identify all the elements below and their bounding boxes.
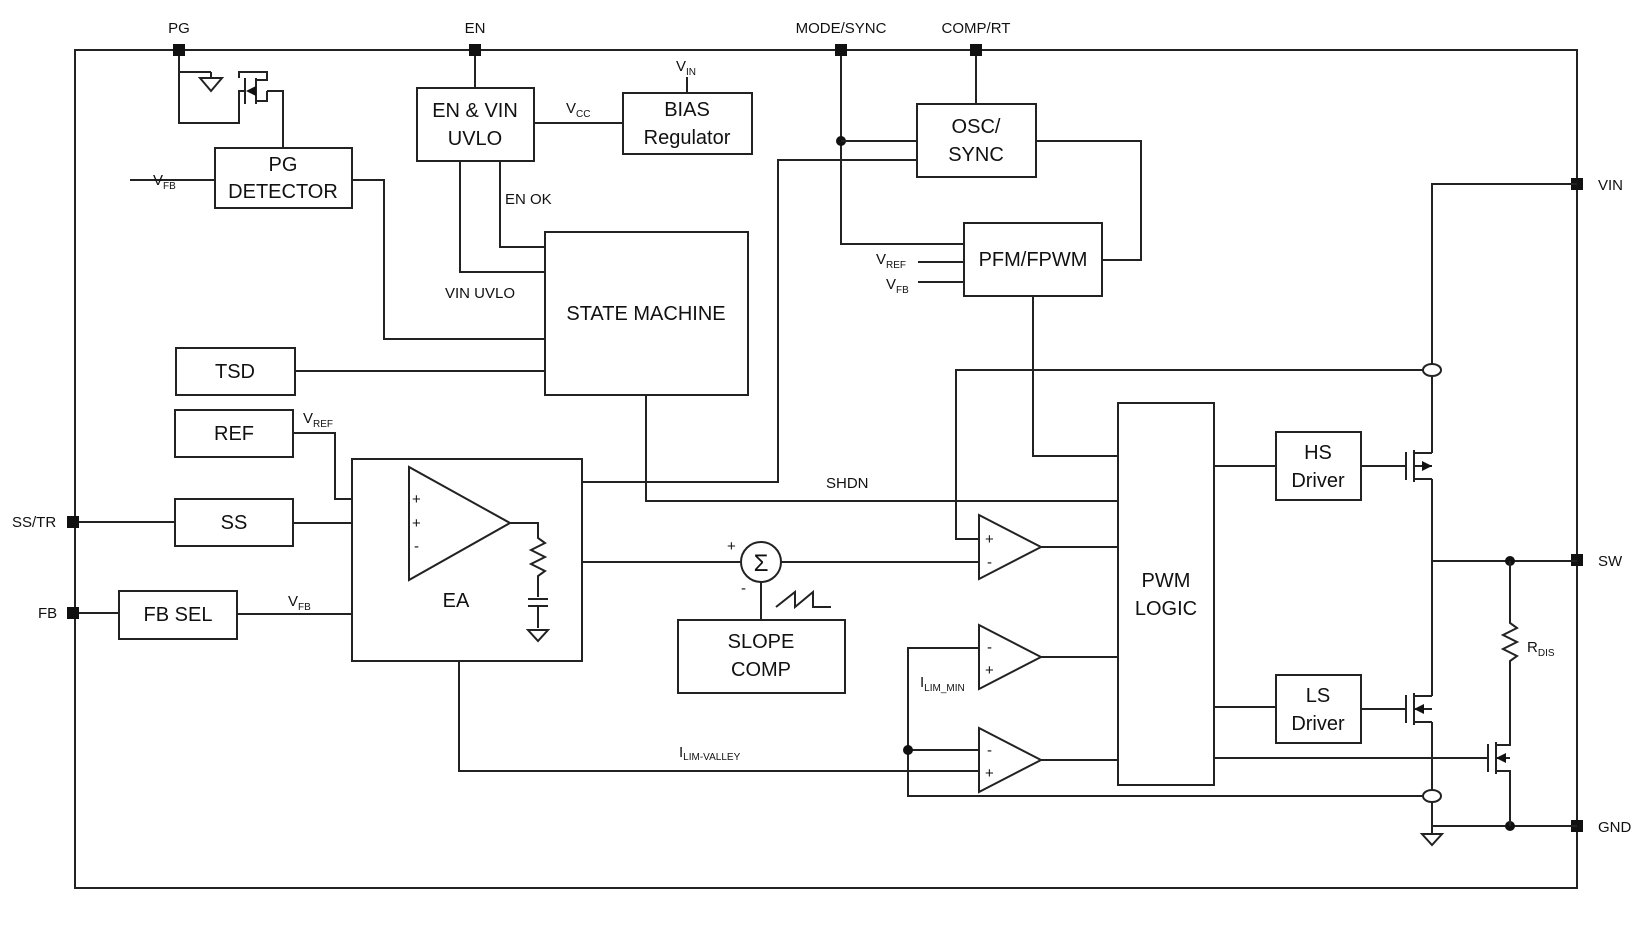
cmp3-minus: -: [987, 742, 992, 759]
ilim-valley-label: ILIM-VALLEY: [679, 744, 741, 763]
pin-fb-label: FB: [38, 605, 57, 622]
ilim-min-label: ILIM_MIN: [920, 674, 965, 694]
discharge-mosfet: [1214, 740, 1511, 826]
cmp1-plus: +: [985, 531, 994, 548]
osc-sync-line1: OSC/: [952, 116, 1001, 138]
error-amplifier: [408, 465, 513, 582]
cmp2-plus: +: [985, 662, 994, 679]
pin-pg: PG: [168, 20, 190, 56]
vref-label-pfm: VREF: [876, 251, 906, 271]
pin-comp-rt: COMP/RT: [942, 20, 1011, 56]
pin-sw-label: SW: [1598, 553, 1623, 570]
vin-uvlo-label: VIN UVLO: [445, 285, 515, 302]
pg-detector-line2: DETECTOR: [228, 181, 338, 203]
ea-plus-1: +: [412, 491, 421, 508]
vfb-label-ea: VFB: [288, 593, 311, 613]
pin-mode-sync: MODE/SYNC: [796, 20, 887, 56]
en-ok-label: EN OK: [505, 191, 552, 208]
pin-comp-rt-label: COMP/RT: [942, 20, 1011, 37]
vin-supply-label: VIN: [676, 58, 696, 78]
pin-sw: SW: [1571, 553, 1623, 570]
vcc-label: VCC: [566, 100, 590, 120]
pin-fb: FB: [38, 605, 79, 622]
slope-comp-block: [677, 619, 846, 694]
vfb-label-pfm: VFB: [886, 276, 909, 296]
pg-detector-block: [214, 147, 353, 209]
pg-detector-line1: PG: [269, 154, 298, 176]
pwm-logic-line2: LOGIC: [1135, 598, 1197, 620]
pin-ss-tr-label: SS/TR: [12, 514, 56, 531]
pwm-comparator: [978, 513, 1044, 581]
ls-driver-line1: LS: [1306, 685, 1330, 707]
pin-vin-label: VIN: [1598, 177, 1623, 194]
pin-vin: VIN: [1571, 177, 1623, 194]
pfm-fpwm-label: PFM/FPWM: [979, 249, 1088, 271]
bias-regulator-line1: BIAS: [664, 99, 710, 121]
pwm-logic-line1: PWM: [1142, 570, 1191, 592]
ls-current-sense: [1422, 789, 1442, 803]
pin-ss-tr: SS/TR: [12, 514, 79, 531]
slope-comp-line1: SLOPE: [728, 631, 795, 653]
ea-label: EA: [443, 590, 470, 612]
cmp2-minus: -: [987, 639, 992, 656]
sigma-icon: Σ: [754, 550, 769, 577]
ea-block: [351, 458, 583, 662]
hs-driver-line2: Driver: [1291, 470, 1345, 492]
bias-regulator-line2: Regulator: [644, 127, 731, 149]
cmp3-plus: +: [985, 765, 994, 782]
ground-icon: [197, 77, 225, 93]
pin-gnd: GND: [1571, 819, 1632, 836]
cmp1-minus: -: [987, 554, 992, 571]
en-vin-uvlo-line1: EN & VIN: [432, 100, 518, 122]
pwm-logic-block: [1117, 402, 1215, 786]
sawtooth-icon: [775, 589, 831, 610]
tsd-label: TSD: [215, 361, 255, 383]
state-machine-label: STATE MACHINE: [566, 303, 725, 325]
pin-en: EN: [465, 20, 486, 56]
sum-minus: -: [741, 580, 746, 597]
ilim-valley-comparator: [978, 726, 1044, 794]
pg-mosfet: [178, 56, 284, 148]
ls-driver-line2: Driver: [1291, 713, 1345, 735]
hs-mosfet: [1405, 450, 1432, 482]
bias-regulator-block: [622, 92, 753, 155]
sum-plus: +: [727, 538, 736, 555]
ground-icon-power: [1419, 833, 1445, 847]
junction-ilim: [903, 745, 913, 755]
en-vin-uvlo-line2: UVLO: [448, 128, 502, 150]
pin-mode-sync-label: MODE/SYNC: [796, 20, 887, 37]
ls-mosfet: [1405, 693, 1432, 725]
state-machine-block: [544, 231, 749, 396]
ls-driver-block: [1275, 674, 1362, 744]
vref-label-ea: VREF: [303, 410, 333, 430]
chip-boundary: [74, 49, 1578, 889]
pin-pg-label: PG: [168, 20, 190, 37]
ref-block: [174, 409, 294, 458]
ea-plus-2: +: [412, 515, 421, 532]
hs-driver-block: [1275, 431, 1362, 501]
osc-sync-block: [916, 103, 1037, 178]
fb-sel-block: [118, 590, 238, 640]
tsd-block: [175, 347, 296, 396]
shdn-label: SHDN: [826, 475, 869, 492]
pin-en-label: EN: [465, 20, 486, 37]
rdis-label: RDIS: [1527, 639, 1555, 659]
hs-driver-line1: HS: [1304, 442, 1332, 464]
osc-sync-line2: SYNC: [948, 144, 1004, 166]
ref-label: REF: [214, 423, 254, 445]
vfb-label-pg: VFB: [153, 172, 176, 192]
fb-sel-label: FB SEL: [144, 604, 213, 626]
hs-current-sense: [1422, 363, 1442, 377]
en-vin-uvlo-block: [416, 87, 535, 162]
pin-gnd-label: GND: [1598, 819, 1632, 836]
ss-label: SS: [221, 512, 248, 534]
ground-icon-ea: [525, 629, 551, 643]
slope-comp-line2: COMP: [731, 659, 791, 681]
ea-minus: -: [414, 538, 419, 555]
ilim-min-comparator: [978, 623, 1044, 691]
